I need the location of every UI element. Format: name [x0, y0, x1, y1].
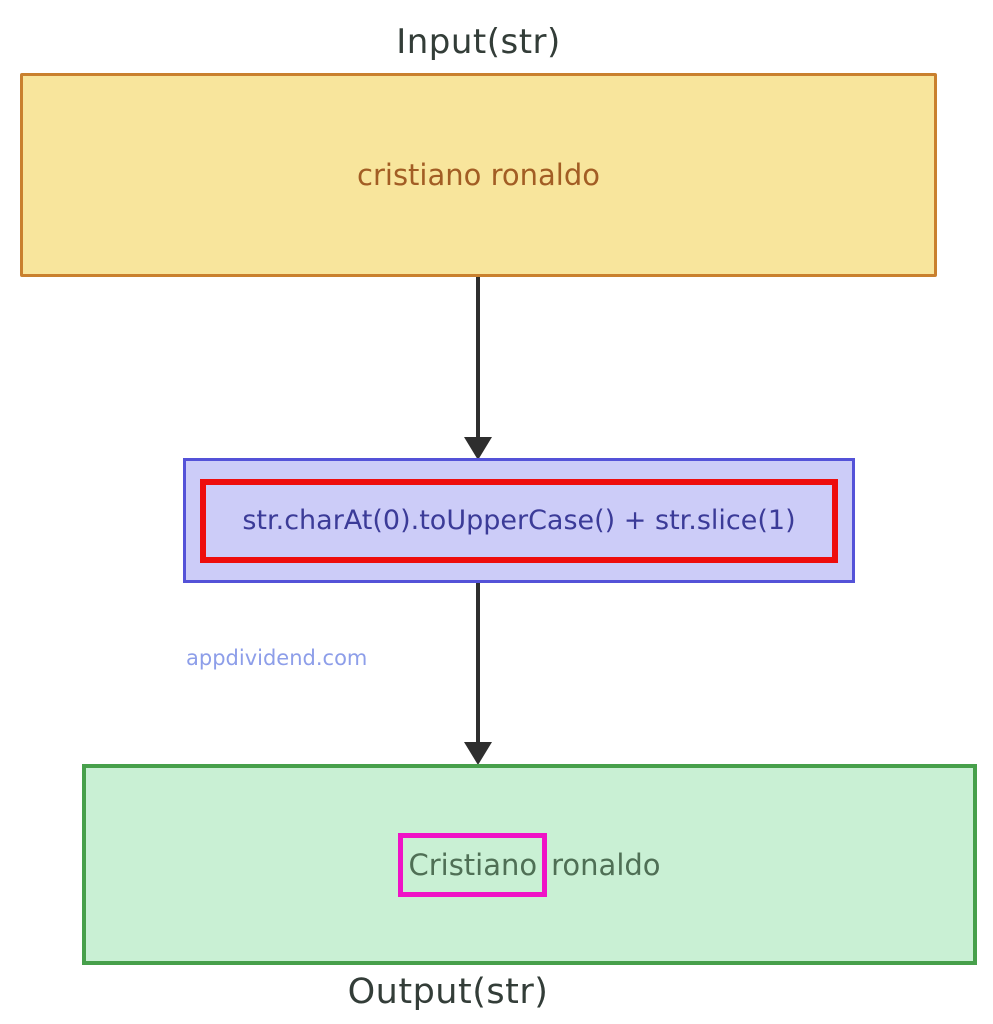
arrow-down-icon — [464, 277, 492, 460]
input-box: cristiano ronaldo — [20, 73, 937, 277]
code-expression: str.charAt(0).toUpperCase() + str.slice(… — [242, 505, 796, 536]
output-label: Output(str) — [347, 972, 549, 1012]
capitalized-word-frame: Cristiano — [398, 832, 548, 897]
transform-box: str.charAt(0).toUpperCase() + str.slice(… — [183, 458, 855, 583]
input-value: cristiano ronaldo — [357, 158, 600, 192]
watermark-text: appdividend.com — [186, 646, 368, 670]
code-highlight-frame: str.charAt(0).toUpperCase() + str.slice(… — [200, 478, 838, 563]
input-label: Input(str) — [396, 22, 561, 62]
capitalized-word: Cristiano — [408, 847, 538, 882]
output-box: Cristiano ronaldo — [82, 764, 977, 965]
output-rest: ronaldo — [551, 847, 661, 882]
output-value: Cristiano ronaldo — [398, 832, 661, 897]
arrow-down-icon — [464, 583, 492, 765]
